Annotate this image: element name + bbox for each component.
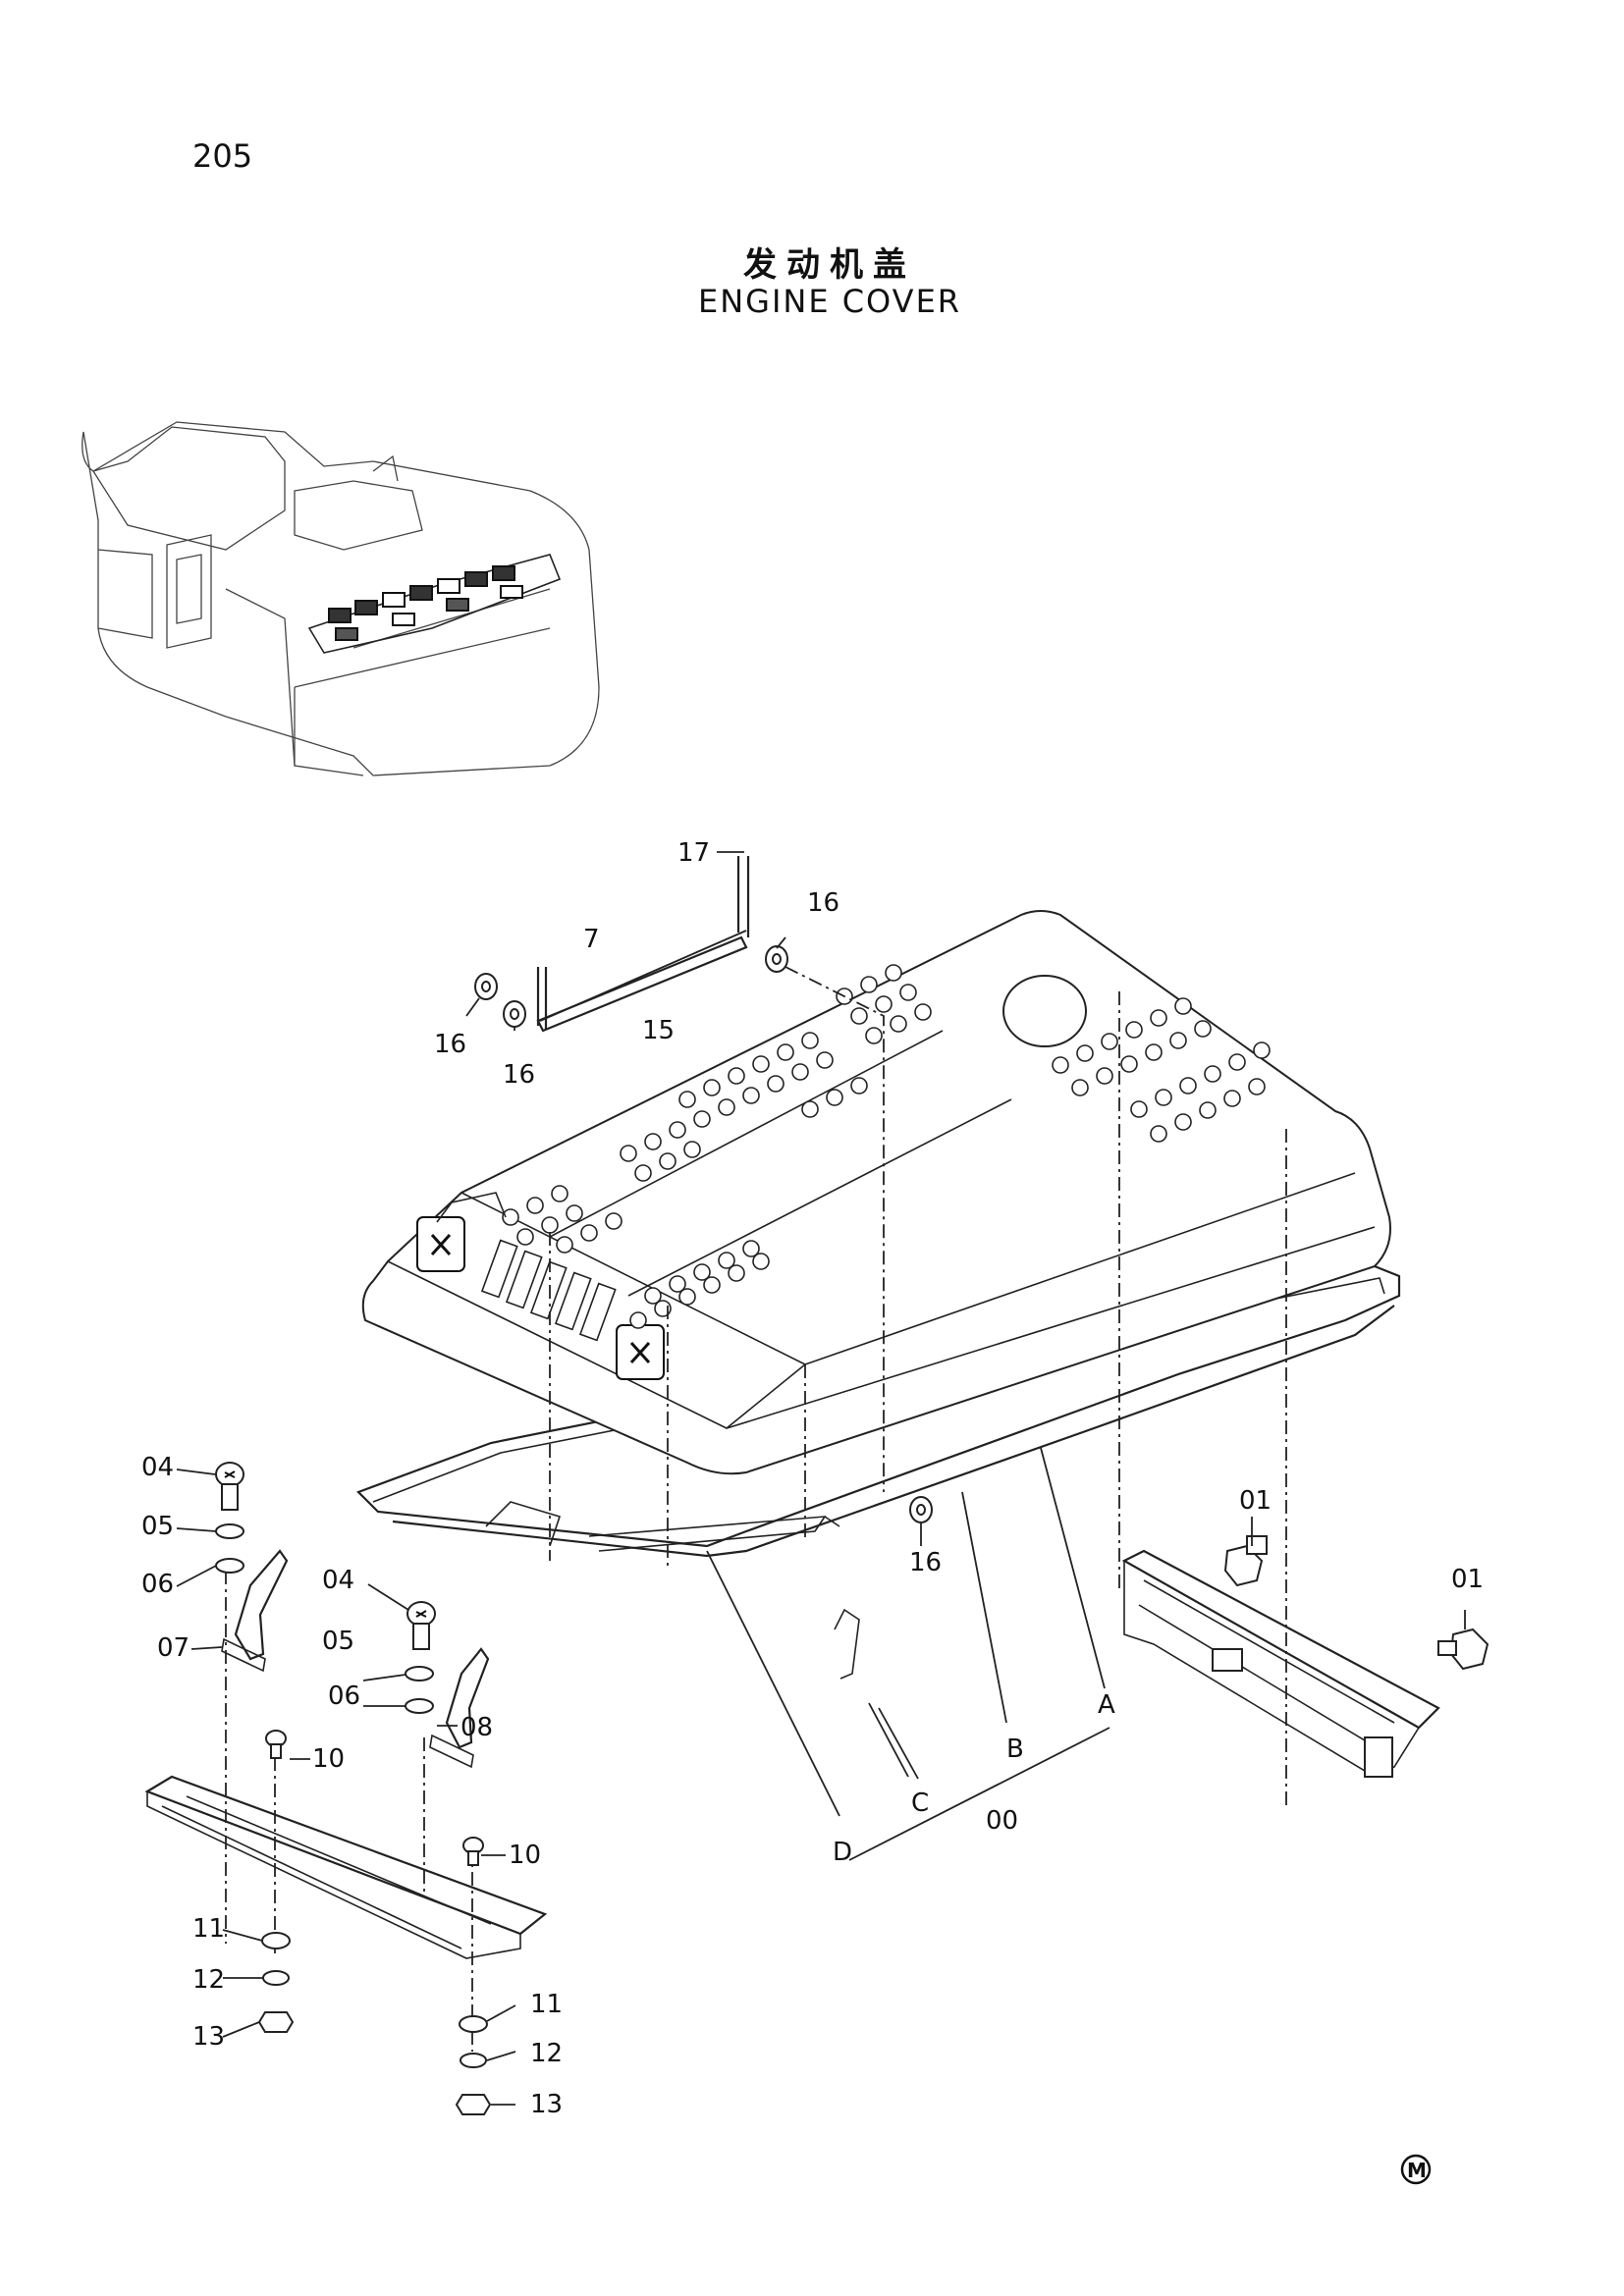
callout-15: 15 [642,1016,675,1045]
callout-05-b: 05 [322,1627,354,1656]
callout-13-a: 13 [192,2022,225,2052]
nut-icon [257,2011,492,2115]
hinge-bracket-icon [144,1775,548,1959]
washer-icon [215,1523,488,2068]
callout-16-lower: 16 [503,1060,535,1090]
callout-7: 7 [583,925,600,954]
callout-B: B [1006,1735,1024,1764]
excavator-overview-icon [81,421,600,776]
callout-01-b: 01 [1451,1565,1484,1594]
engine-cover-assembly-icon [356,910,1401,1680]
callout-D: D [833,1838,852,1867]
callout-12-a: 12 [192,1965,225,1995]
callout-04-a: 04 [141,1453,174,1482]
m-logo-icon: M [1400,2154,1432,2185]
callout-00: 00 [986,1806,1018,1836]
callout-11-b: 11 [530,1990,563,2019]
callout-08: 08 [460,1713,493,1742]
callout-17: 17 [677,838,710,868]
callout-04-b: 04 [322,1566,354,1595]
callout-06-b: 06 [328,1682,360,1711]
page-number: 205 [192,137,253,175]
hinge-bracket-icon [1121,1549,1440,1778]
callout-16-left: 16 [434,1030,466,1059]
title-chinese: 发动机盖 [743,245,916,285]
m-logo-text: M [1407,2159,1427,2182]
callout-10-b: 10 [509,1841,541,1870]
callout-06-a: 06 [141,1570,174,1599]
washer-icon [474,945,933,1523]
callout-01-a: 01 [1239,1486,1272,1516]
latch-icon [221,1549,490,1769]
bolt-icon [215,1462,1489,1866]
callout-10-a: 10 [312,1744,345,1774]
callout-16-top: 16 [807,888,839,918]
callout-12-b: 12 [530,2039,563,2068]
callout-07: 07 [157,1633,189,1663]
callout-16-bottom: 16 [909,1548,942,1577]
callout-05-a: 05 [141,1512,174,1541]
callout-C: C [911,1789,929,1818]
callout-11-a: 11 [192,1914,225,1944]
title-english: ENGINE COVER [697,283,962,320]
callout-A: A [1098,1690,1115,1720]
callout-13-b: 13 [530,2090,563,2119]
